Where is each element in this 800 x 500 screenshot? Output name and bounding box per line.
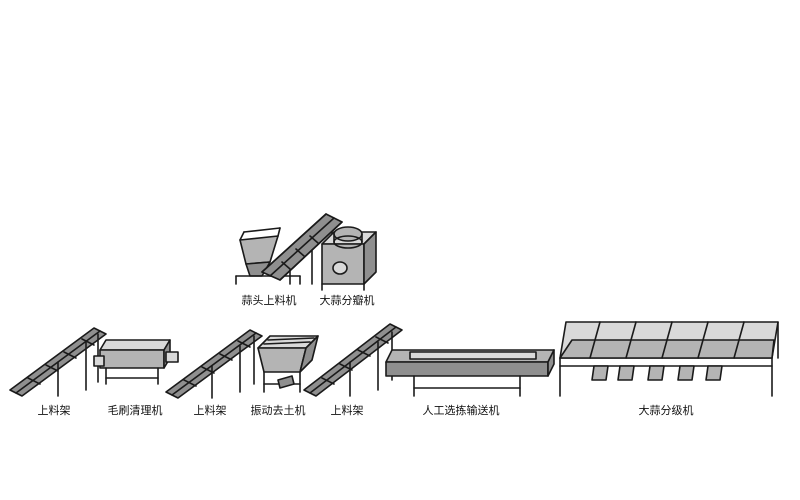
label-garlic-loader: 蒜头上料机	[241, 294, 297, 307]
manual-sorting-conveyor-machine	[385, 349, 555, 397]
garlic-grader-machine	[559, 321, 779, 397]
brush-cleaner-machine	[93, 339, 179, 385]
garlic-loader-machine	[235, 213, 343, 285]
label-loading-rack-1: 上料架	[37, 404, 71, 417]
label-brush-cleaner: 毛刷清理机	[107, 404, 163, 417]
loading-rack-3-machine	[303, 323, 403, 397]
label-loading-rack-2: 上料架	[193, 404, 227, 417]
loading-rack-2-machine	[165, 329, 263, 399]
loading-rack-1-machine	[9, 327, 107, 397]
garlic-splitter-machine	[321, 226, 377, 291]
vibrating-soil-remover-machine	[257, 335, 319, 393]
label-loading-rack-3: 上料架	[330, 404, 364, 417]
label-vibrating-soil-remover: 振动去土机	[250, 404, 306, 417]
label-garlic-splitter: 大蒜分瓣机	[319, 294, 375, 307]
label-manual-sorting-conveyor: 人工选拣输送机	[422, 404, 500, 417]
label-garlic-grader: 大蒜分级机	[638, 404, 694, 417]
